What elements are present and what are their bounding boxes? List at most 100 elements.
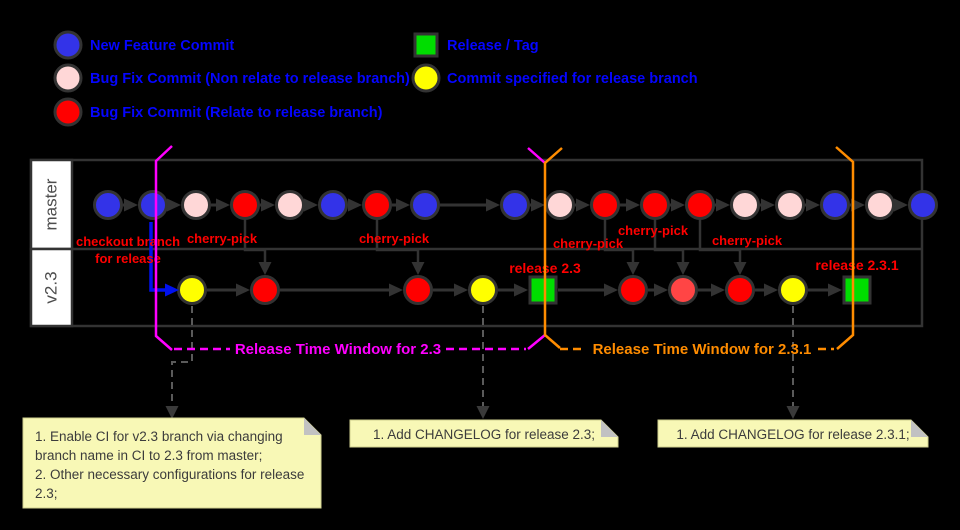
commit-arrow-head <box>396 198 410 212</box>
commit-bugfix-other <box>775 190 805 220</box>
note-connector-arrowhead <box>476 406 490 419</box>
legend-label: Bug Fix Commit (Relate to release branch… <box>90 105 383 121</box>
commit-arrow-head <box>124 198 138 212</box>
cherry-pick-label: cherry-pick <box>712 233 783 248</box>
commit-bugfix-other <box>181 190 211 220</box>
time-window-label: Release Time Window for 2.3 <box>235 341 441 358</box>
commit-bugfix-release <box>403 275 433 305</box>
commit-arrow-head <box>851 198 865 212</box>
time-window-bracket <box>835 146 855 350</box>
commit-arrow-head <box>576 198 590 212</box>
commit-feature <box>318 190 348 220</box>
legend-label: Release / Tag <box>447 38 539 54</box>
commit-arrow-head <box>514 283 528 297</box>
note-text: 2. Other necessary configurations for re… <box>35 467 304 482</box>
checkout-branch-arrow <box>149 222 166 292</box>
release-tag-node <box>528 275 558 305</box>
note-connector <box>171 306 193 407</box>
cherry-pick-connector <box>243 219 267 263</box>
commit-arrow-head <box>716 198 730 212</box>
cherry-pick-connector <box>653 219 685 263</box>
legend-swatch-release_commit-icon <box>411 63 441 93</box>
legend-swatch-feature-icon <box>53 30 83 60</box>
cherry-pick-arrowhead <box>411 262 425 275</box>
release-tag-label: release 2.3.1 <box>815 257 899 273</box>
commit-bugfix-other <box>545 190 575 220</box>
legend-swatch-tag-icon <box>413 32 439 58</box>
commit-bugfix-other <box>730 190 760 220</box>
note-connector-arrowhead <box>786 406 800 419</box>
cherry-pick-label: cherry-pick <box>553 236 624 251</box>
cherry-pick-arrowhead <box>626 262 640 275</box>
commit-arrow-head <box>764 283 778 297</box>
time-window-bracket <box>154 145 173 351</box>
commit-bugfix-release <box>230 190 260 220</box>
cherry-pick-label: cherry-pick <box>187 231 258 246</box>
commit-bugfix-release <box>250 275 280 305</box>
commit-bugfix-other <box>865 190 895 220</box>
commit-arrow-head <box>604 283 618 297</box>
commit-arrow-head <box>828 283 842 297</box>
release-tag-node <box>842 275 872 305</box>
commit-arrow-head <box>711 283 725 297</box>
time-window-bracket <box>527 147 546 164</box>
cherry-pick-arrowhead <box>258 262 272 275</box>
commit-arrow-head <box>671 198 685 212</box>
commit-arrow-head <box>389 283 403 297</box>
commit-bugfix-release <box>590 190 620 220</box>
cherry-pick-arrowhead <box>676 262 690 275</box>
commit-arrow-head <box>216 198 230 212</box>
master-lane-label-box <box>29 158 74 251</box>
legend-swatch-bugfix_other-icon <box>53 63 83 93</box>
note-text: 1. Add CHANGELOG for release 2.3.1; <box>676 427 909 442</box>
commit-feature <box>410 190 440 220</box>
commit-arrow-head <box>348 198 362 212</box>
note-fold-icon <box>911 420 928 437</box>
commit-bugfix-release <box>725 275 755 305</box>
commit-bugfix-release <box>362 190 392 220</box>
commit-release-commit <box>177 275 207 305</box>
legend-label: Bug Fix Commit (Non relate to release br… <box>90 71 410 87</box>
commit-arrow-head <box>261 198 275 212</box>
time-window-label: Release Time Window for 2.3.1 <box>593 341 812 358</box>
time-window-bracket <box>527 334 546 350</box>
cherry-pick-connector <box>375 219 420 263</box>
release-lane-label-box <box>29 247 74 328</box>
legend-label: New Feature Commit <box>90 38 234 54</box>
commit-feature <box>138 190 168 220</box>
commit-arrow-head <box>304 198 318 212</box>
checkout-label: checkout branch <box>76 234 180 249</box>
cherry-pick-connector <box>698 219 742 263</box>
commit-feature <box>500 190 530 220</box>
commit-arrow-head <box>654 283 668 297</box>
commit-release-commit <box>778 275 808 305</box>
time-window-bracket <box>543 147 563 349</box>
commit-bugfix-release <box>640 190 670 220</box>
legend-label: Commit specified for release branch <box>447 71 698 87</box>
note <box>349 419 619 448</box>
master-lane-label: master <box>42 178 61 230</box>
commit-arrow-head <box>486 198 500 212</box>
commit-bugfix-other <box>275 190 305 220</box>
checkout-label: for release <box>95 251 161 266</box>
commit-arrow-head <box>454 283 468 297</box>
release-lane-label: v2.3 <box>42 271 61 303</box>
note-text: 2.3; <box>35 486 58 501</box>
commit-release-commit <box>468 275 498 305</box>
commit-arrow-head <box>806 198 820 212</box>
commit-arrow-head <box>167 198 181 212</box>
note <box>657 419 929 448</box>
commit-feature <box>93 190 123 220</box>
commit-bugfix-release <box>685 190 715 220</box>
commit-arrow-head <box>236 283 250 297</box>
note-text: 1. Enable CI for v2.3 branch via changin… <box>35 429 283 444</box>
commit-arrow-head <box>894 198 908 212</box>
note <box>22 417 322 509</box>
note-text: 1. Add CHANGELOG for release 2.3; <box>373 427 595 442</box>
cherry-pick-arrowhead <box>733 262 747 275</box>
note-fold-icon <box>601 420 618 437</box>
note-text: branch name in CI to 2.3 from master; <box>35 448 262 463</box>
checkout-branch-arrowhead <box>165 283 179 297</box>
